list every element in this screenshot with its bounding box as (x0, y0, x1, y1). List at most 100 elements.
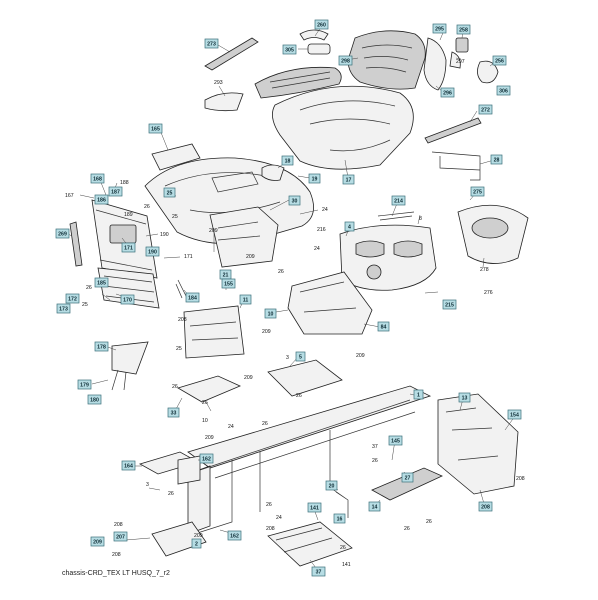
callout-11-text: 11 (243, 298, 249, 304)
callout-269-text: 269 (58, 232, 67, 238)
part-bar-269 (69, 221, 83, 267)
callouts-boxed: 273 260 305 298 295 258 256 306 296 272 … (55, 19, 522, 577)
callout-145-text: 145 (391, 439, 400, 445)
callout-30: 30 (288, 195, 301, 206)
callout-214-text: 214 (394, 199, 403, 205)
callout-215-text: 215 (445, 303, 454, 309)
callout-1: 1 (413, 389, 424, 400)
callout-16-text: 16 (337, 517, 343, 523)
part-hood-299 (347, 30, 426, 90)
part-162 (177, 455, 201, 485)
label-293: 293 (214, 80, 223, 86)
label-26m: 26 (340, 545, 346, 551)
callout-337: 37 (311, 566, 326, 577)
callout-258: 258 (456, 24, 471, 35)
part-bar-272 (424, 117, 482, 144)
callout-269: 269 (55, 228, 70, 239)
callout-13: 13 (458, 392, 471, 403)
callout-180-text: 180 (90, 398, 99, 404)
part-hood-17 (272, 85, 414, 170)
callout-162b-text: 162 (230, 534, 239, 540)
part-18 (261, 164, 285, 181)
callout-10: 10 (264, 308, 277, 319)
label-26i: 26 (168, 491, 174, 497)
label-25d: 25 (176, 346, 182, 352)
part-tank-opening (471, 217, 509, 239)
part-dash-console (339, 224, 437, 291)
callout-165: 165 (148, 123, 163, 134)
label-209a: 209 (209, 228, 218, 234)
callout-305-text: 305 (285, 48, 294, 54)
callout-272-text: 272 (481, 108, 490, 114)
callout-4-text: 4 (348, 225, 351, 231)
label-8: 8 (419, 216, 422, 222)
callout-184-text: 184 (188, 296, 197, 302)
part-plate-337 (267, 521, 353, 567)
label-216: 216 (317, 227, 326, 233)
part-dash-opening (109, 224, 137, 244)
callout-18-text: 18 (285, 159, 291, 165)
part-gauge-right (393, 240, 423, 258)
callout-154: 154 (507, 409, 522, 420)
label-208c: 208 (516, 476, 525, 482)
callout-256: 256 (492, 55, 507, 66)
callout-154-text: 154 (510, 413, 519, 419)
callout-1-text: 1 (417, 393, 420, 399)
callout-173: 173 (56, 303, 71, 314)
callout-273-text: 273 (207, 42, 216, 48)
label-24b: 24 (314, 246, 320, 252)
part-30 (209, 206, 279, 268)
label-24a: 24 (322, 207, 328, 213)
callout-178-text: 178 (97, 345, 106, 351)
callout-215: 215 (442, 299, 457, 310)
part-16 (327, 485, 349, 518)
callout-295: 295 (432, 23, 447, 34)
callout-2: 2 (191, 538, 202, 549)
callout-168-text: 168 (93, 177, 102, 183)
label-26d: 26 (172, 384, 178, 390)
label-209e: 209 (244, 375, 253, 381)
callout-272: 272 (478, 104, 493, 115)
callout-164-text: 164 (124, 464, 133, 470)
part-bracket-28 (431, 151, 481, 181)
callout-258-text: 258 (459, 28, 468, 34)
part-258 (455, 37, 469, 53)
label-24d: 24 (276, 515, 282, 521)
label-26f: 26 (262, 421, 268, 427)
part-support-11 (183, 305, 245, 359)
callouts-plain: 297 293 167 188 189 26 25 190 24 171 209… (65, 59, 525, 568)
callout-155: 155 (221, 278, 236, 289)
callout-171-text: 171 (124, 246, 133, 252)
callout-337-text: 37 (316, 570, 322, 576)
parts-artwork (69, 29, 529, 567)
callout-17: 17 (342, 174, 355, 185)
callout-2-text: 2 (195, 542, 198, 548)
label-276: 276 (484, 290, 493, 296)
part-axle-2 (151, 521, 207, 557)
label-37: 37 (372, 444, 378, 450)
callout-84: 84 (377, 321, 390, 332)
label-190b: 190 (160, 232, 169, 238)
callout-186: 186 (94, 194, 109, 205)
callout-5: 5 (295, 351, 306, 362)
callout-296: 296 (440, 87, 455, 98)
label-209f: 209 (205, 435, 214, 441)
label-25b: 25 (172, 214, 178, 220)
callout-275: 275 (470, 186, 485, 197)
callout-187-text: 187 (111, 190, 120, 196)
label-24c: 24 (228, 424, 234, 430)
callout-19: 19 (308, 173, 321, 184)
callout-295-text: 295 (435, 27, 444, 33)
label-3: 3 (286, 355, 289, 361)
part-bar-273 (204, 37, 259, 71)
callout-306-text: 306 (499, 89, 508, 95)
callout-16: 16 (333, 513, 346, 524)
label-171b: 171 (184, 254, 193, 260)
callout-180: 180 (87, 394, 102, 405)
label-10b: 10 (202, 418, 208, 424)
callout-184: 184 (185, 292, 200, 303)
callout-306: 306 (496, 85, 511, 96)
label-26a: 26 (144, 204, 150, 210)
callout-208r-text: 208 (481, 505, 490, 511)
